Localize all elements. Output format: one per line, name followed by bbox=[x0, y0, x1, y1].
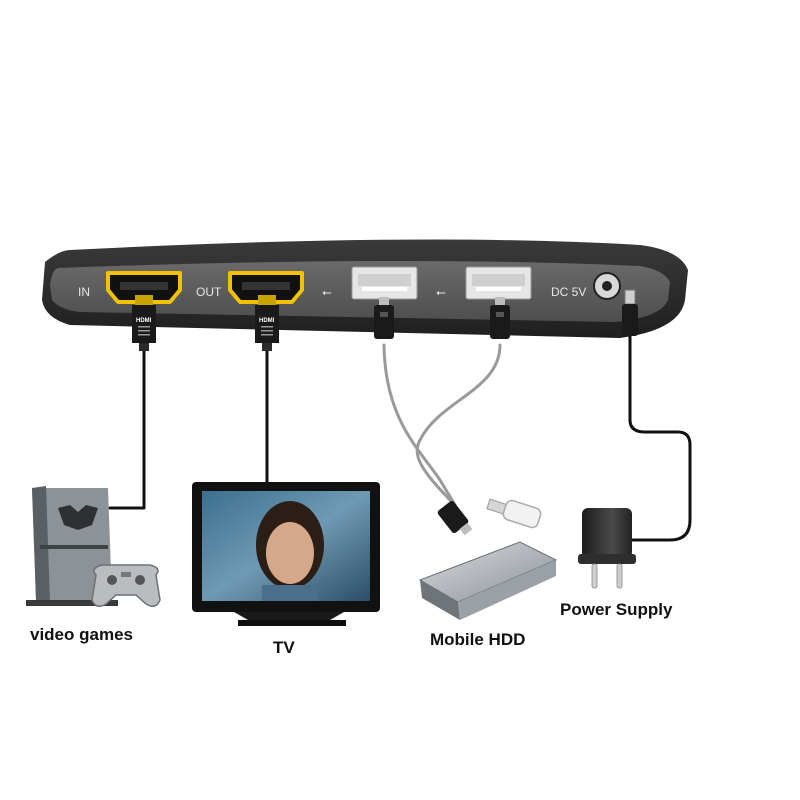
hdmi-plug-out: HDMI bbox=[255, 295, 279, 351]
hdmi-out-port[interactable] bbox=[228, 271, 304, 304]
power-label: DC 5V bbox=[551, 285, 586, 299]
mobile-hdd-label: Mobile HDD bbox=[430, 630, 525, 649]
capture-device: IN OUT ⭠ ⭠ DC 5V bbox=[42, 239, 688, 338]
power-cable bbox=[628, 333, 692, 542]
dc-power-jack[interactable] bbox=[593, 272, 621, 300]
power-adapter-icon bbox=[578, 508, 636, 589]
tv-label: TV bbox=[273, 638, 295, 657]
usb-cable-2 bbox=[415, 343, 502, 507]
dc-plug bbox=[622, 289, 638, 336]
power-supply-label: Power Supply bbox=[560, 600, 673, 619]
hdmi-plug-out-text: HDMI bbox=[259, 318, 275, 324]
gamepad-icon bbox=[91, 564, 161, 607]
hdmi-plug-in: HDMI bbox=[132, 295, 156, 351]
port-in-label: IN bbox=[78, 285, 90, 299]
cables bbox=[108, 333, 692, 542]
tv-icon bbox=[192, 482, 380, 626]
usb-port-2[interactable] bbox=[465, 266, 532, 300]
usb-symbol-icon: ⭠ bbox=[322, 285, 332, 299]
usb-plug-hdd bbox=[437, 501, 473, 536]
hdmi-plug-in-text: HDMI bbox=[136, 318, 152, 324]
usb-dongle-icon bbox=[486, 498, 542, 529]
port-out-label: OUT bbox=[196, 285, 222, 299]
hdd-icon bbox=[418, 541, 558, 620]
hdmi-cable-in bbox=[108, 348, 146, 510]
game-console-icon bbox=[26, 486, 118, 606]
usb-port-1[interactable] bbox=[351, 266, 418, 300]
usb-plug-2 bbox=[490, 297, 510, 339]
usb-symbol-icon-2: ⭠ bbox=[436, 285, 446, 299]
usb-plug-1 bbox=[374, 297, 394, 339]
hdmi-in-port[interactable] bbox=[106, 271, 182, 304]
usb-cable-1 bbox=[382, 343, 457, 507]
video-games-label: video games bbox=[30, 625, 133, 644]
